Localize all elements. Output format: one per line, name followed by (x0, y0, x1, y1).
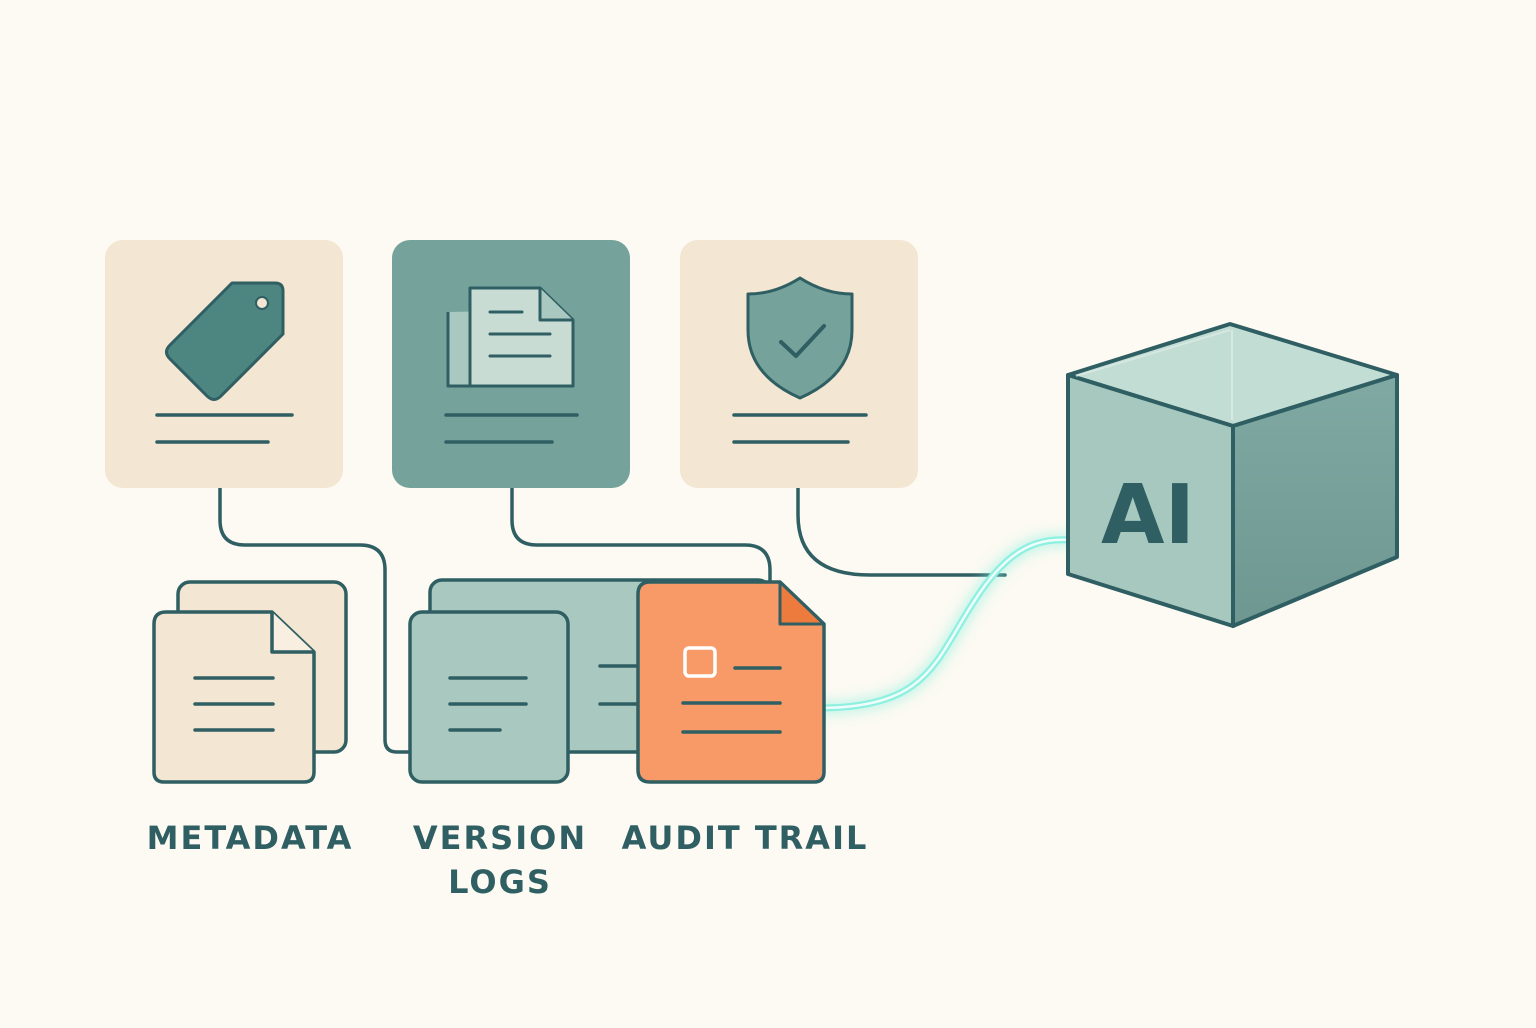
version-logs-label: VERSION LOGS (390, 816, 610, 904)
connector-shield-to-ai (796, 486, 1007, 577)
version-logs-label-line-2: LOGS (448, 863, 552, 901)
documents-icon (446, 286, 575, 388)
audit-trail-label: AUDIT TRAIL (621, 819, 869, 857)
connector-docs-to-version (510, 486, 772, 584)
connector-tag-to-version (218, 486, 414, 754)
card-shield (680, 240, 918, 488)
audit-trail-document (636, 580, 826, 784)
version-logs-label-line-1: VERSION (412, 819, 588, 857)
shield-check-icon (746, 276, 854, 400)
metadata-documents (152, 580, 348, 784)
metadata-label: METADATA (146, 819, 354, 857)
connector-lines (218, 486, 1007, 754)
ai-cube-label: AI (1101, 468, 1195, 563)
card-tag (105, 240, 343, 488)
glow-connector (814, 536, 1076, 712)
tag-icon (165, 281, 285, 401)
card-documents (392, 240, 630, 488)
ai-cube: AI (1066, 322, 1399, 628)
